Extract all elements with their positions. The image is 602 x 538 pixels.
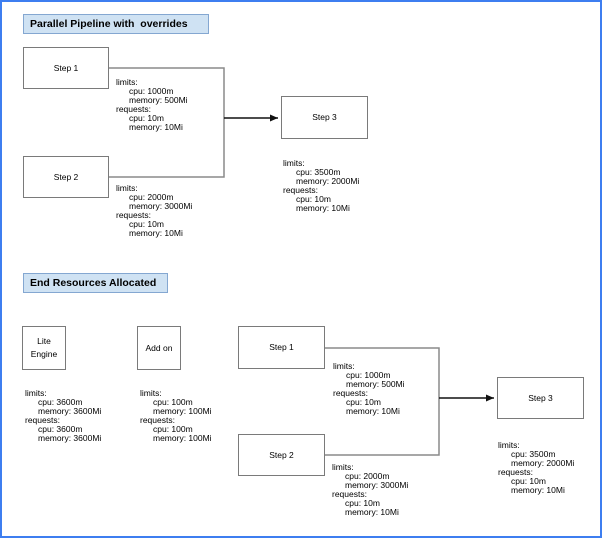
node-add-on: Add on — [137, 326, 181, 370]
node-label: Step 3 — [312, 112, 337, 122]
annotation-line: cpu: 1000m — [129, 86, 174, 96]
annotation-line: memory: 10Mi — [511, 485, 565, 495]
annotation-line: requests: — [332, 489, 367, 499]
annotation-line: requests: — [283, 185, 318, 195]
node-label: Step 1 — [53, 62, 79, 73]
annotation-line: limits: — [333, 361, 355, 371]
annotation-line: requests: — [140, 415, 175, 425]
annotation-line: limits: — [332, 462, 354, 472]
annotation-line: cpu: 100m — [153, 424, 193, 434]
annotation-line: memory: 3000Mi — [345, 480, 409, 490]
node-lite-engine: Lite Engine — [22, 326, 66, 370]
annotation-line: cpu: 10m — [511, 476, 546, 486]
annotation-line: cpu: 100m — [153, 397, 193, 407]
annotation-line: memory: 3600Mi — [38, 406, 102, 416]
annotation-line: limits: — [116, 183, 138, 193]
annotation-line: memory: 10Mi — [296, 203, 350, 213]
annotation-line: requests: — [333, 388, 368, 398]
annotation-line: memory: 2000Mi — [511, 458, 575, 468]
annotation-line: cpu: 10m — [346, 397, 381, 407]
annotation-line: cpu: 2000m — [345, 471, 390, 481]
annotation-line: cpu: 3500m — [511, 449, 556, 459]
annotation-line: limits: — [116, 77, 138, 87]
annotation-line: cpu: 2000m — [129, 192, 174, 202]
node-label: Step 2 — [53, 171, 79, 182]
node-label: Lite Engine — [30, 336, 58, 359]
annotation-line: memory: 3000Mi — [129, 201, 193, 211]
annotation-line: requests: — [116, 210, 151, 220]
annotation-line: memory: 10Mi — [346, 406, 400, 416]
annotation-line: limits: — [283, 158, 305, 168]
annotation-line: cpu: 3500m — [296, 167, 341, 177]
annotation-line: cpu: 3600m — [38, 424, 83, 434]
node-step-3: Step 3 — [281, 96, 368, 139]
annotation-line: memory: 100Mi — [153, 433, 212, 443]
node-step-1: Step 1 — [238, 326, 325, 369]
annotation-line: cpu: 1000m — [346, 370, 391, 380]
annotation-line: cpu: 3600m — [38, 397, 83, 407]
annotation-line: cpu: 10m — [345, 498, 380, 508]
annotation-line: limits: — [498, 440, 520, 450]
annotation-line: cpu: 10m — [129, 113, 164, 123]
annotation-line: requests: — [116, 104, 151, 114]
annotation-line: limits: — [140, 388, 162, 398]
annotation-line: cpu: 10m — [129, 219, 164, 229]
node-step-1: Step 1 — [23, 47, 109, 89]
node-label: Add on — [145, 342, 173, 353]
annotation-line: memory: 10Mi — [129, 122, 183, 132]
annotation-line: memory: 500Mi — [346, 379, 405, 389]
annotation-line: requests: — [25, 415, 60, 425]
annotation-line: memory: 3600Mi — [38, 433, 102, 443]
annotation-line: requests: — [498, 467, 533, 477]
annotation-line: memory: 10Mi — [345, 507, 399, 517]
node-step-2: Step 2 — [238, 434, 325, 476]
annotation-line: cpu: 10m — [296, 194, 331, 204]
section-title: Parallel Pipeline with overrides — [23, 14, 209, 34]
annotation-line: memory: 100Mi — [153, 406, 212, 416]
section-title: End Resources Allocated — [23, 273, 168, 293]
annotation-line: limits: — [25, 388, 47, 398]
annotation-line: memory: 10Mi — [129, 228, 183, 238]
annotation-line: memory: 500Mi — [129, 95, 188, 105]
node-label: Step 1 — [269, 342, 294, 352]
annotation-line: memory: 2000Mi — [296, 176, 360, 186]
node-label: Step 2 — [269, 449, 294, 460]
node-label: Step 3 — [528, 392, 553, 403]
node-step-2: Step 2 — [23, 156, 109, 198]
node-step-3: Step 3 — [497, 377, 584, 419]
